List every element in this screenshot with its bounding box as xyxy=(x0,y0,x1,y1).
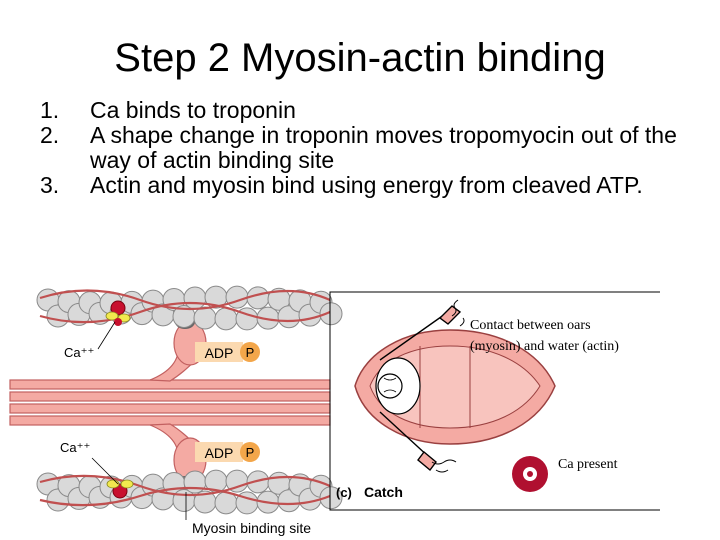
phosphate-label-top: P xyxy=(246,345,255,360)
rower xyxy=(375,357,421,415)
troponin-complex-top xyxy=(105,300,131,326)
ca-label-bottom: Ca⁺⁺ xyxy=(60,440,90,455)
panel-frame xyxy=(329,291,660,511)
ca-label-top: Ca⁺⁺ xyxy=(64,345,94,360)
slide-title: Step 2 Myosin-actin binding xyxy=(114,36,606,80)
phosphate-label-bottom: P xyxy=(246,445,255,460)
steps-list: 1. Ca binds to troponin 2. A shape chang… xyxy=(40,98,710,198)
phosphate-top: P xyxy=(240,342,260,362)
panel-label: Catch xyxy=(364,484,403,500)
adp-label-bottom: ADP xyxy=(205,445,234,461)
adp-label-top: ADP xyxy=(205,345,234,361)
myosin-thick-filament xyxy=(9,379,331,426)
step-text-3: Actin and myosin bind using energy from … xyxy=(90,172,643,198)
step-text-1: Ca binds to troponin xyxy=(90,97,296,123)
ca-leader-bottom xyxy=(91,457,119,485)
calcium-present-icon xyxy=(512,456,548,492)
tropomyosin-strand-bottom xyxy=(39,474,331,497)
step-item-3: 3. Actin and myosin bind using energy fr… xyxy=(40,173,710,198)
tropomyosin-strand-bottom-2 xyxy=(39,486,331,507)
step-number-3: 3. xyxy=(40,172,60,198)
step-item-2: 2. A shape change in troponin moves trop… xyxy=(40,123,710,173)
panel-letter: (c) xyxy=(336,485,352,500)
tropomyosin-strand-top-2 xyxy=(39,301,331,324)
adp-box-bottom: ADP xyxy=(195,442,243,462)
adp-box-top: ADP xyxy=(195,342,243,362)
ca-leader-top xyxy=(97,321,116,350)
actin-filament-top xyxy=(36,285,343,331)
actin-bead xyxy=(319,486,343,510)
binding-site-label: Myosin binding site xyxy=(192,520,311,536)
actin-bead xyxy=(319,302,343,326)
step-number-1: 1. xyxy=(40,97,60,123)
actin-filament-bottom xyxy=(36,469,343,515)
tropomyosin-strand-top xyxy=(39,289,331,311)
phosphate-bottom: P xyxy=(240,442,260,462)
water-splash-top xyxy=(451,299,465,327)
contact-label-line1: Contact between oars xyxy=(470,318,591,333)
step-item-1: 1. Ca binds to troponin xyxy=(40,98,710,123)
oars xyxy=(379,305,462,472)
water-splash-bottom xyxy=(431,459,457,473)
step-text-2: A shape change in troponin moves tropomy… xyxy=(90,122,677,173)
step-number-2: 2. xyxy=(40,122,60,148)
ca-present-label: Ca present xyxy=(558,457,618,472)
contact-label-line2: (myosin) and water (actin) xyxy=(470,339,619,354)
